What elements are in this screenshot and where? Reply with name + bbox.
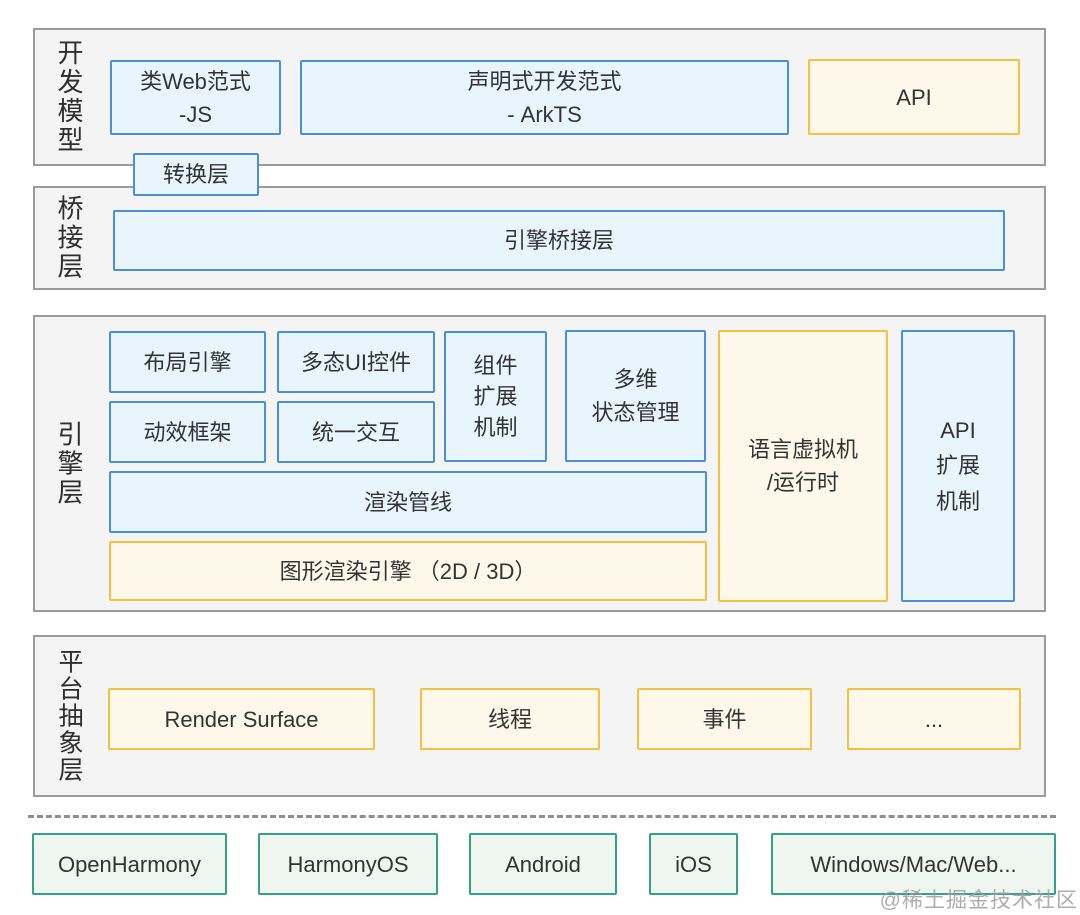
box-graphics-render-engine: 图形渲染引擎 （2D / 3D） — [109, 541, 707, 601]
box-render-pipeline: 渲染管线 — [109, 471, 707, 533]
box-multi-state-management: 多维 状态管理 — [565, 330, 706, 462]
layer-engine: 引擎层 布局引擎 多态UI控件 组件 扩展 机制 多维 状态管理 动效框架 统一… — [33, 315, 1046, 612]
box-layout-engine: 布局引擎 — [109, 331, 266, 393]
box-web-paradigm: 类Web范式 -JS — [110, 60, 281, 135]
box-language-vm-runtime: 语言虚拟机 /运行时 — [718, 330, 888, 602]
platform-android: Android — [469, 833, 617, 895]
box-event: 事件 — [637, 688, 812, 750]
box-engine-bridge: 引擎桥接层 — [113, 210, 1005, 271]
box-converter-layer: 转换层 — [133, 153, 259, 196]
box-declarative-paradigm: 声明式开发范式 - ArkTS — [300, 60, 789, 135]
box-animation-framework: 动效框架 — [109, 401, 266, 463]
box-component-extension: 组件 扩展 机制 — [444, 331, 547, 462]
platform-harmonyos: HarmonyOS — [258, 833, 438, 895]
layer-bridge: 桥接层 引擎桥接层 — [33, 186, 1046, 290]
box-api-extension: API 扩展 机制 — [901, 330, 1015, 602]
separator-dashed-line — [28, 815, 1056, 818]
box-render-surface: Render Surface — [108, 688, 375, 750]
layer-label-dev-model: 开发模型 — [54, 39, 84, 155]
box-polymorphic-ui-controls: 多态UI控件 — [277, 331, 435, 393]
platform-openharmony: OpenHarmony — [32, 833, 227, 895]
platform-ios: iOS — [649, 833, 738, 895]
box-api: API — [808, 59, 1020, 135]
box-unified-interaction: 统一交互 — [277, 401, 435, 463]
platform-windows-mac-web: Windows/Mac/Web... — [771, 833, 1056, 895]
layer-platform-abstraction: 平台抽象层 Render Surface 线程 事件 ... — [33, 635, 1046, 797]
watermark: @稀土掘金技术社区 — [879, 889, 1078, 912]
layer-label-platform-abstraction: 平台抽象层 — [55, 648, 83, 784]
layer-dev-model: 开发模型 类Web范式 -JS 声明式开发范式 - ArkTS API — [33, 28, 1046, 166]
box-more: ... — [847, 688, 1021, 750]
layer-label-bridge: 桥接层 — [54, 194, 84, 282]
box-thread: 线程 — [420, 688, 600, 750]
layer-label-engine: 引擎层 — [54, 420, 84, 507]
